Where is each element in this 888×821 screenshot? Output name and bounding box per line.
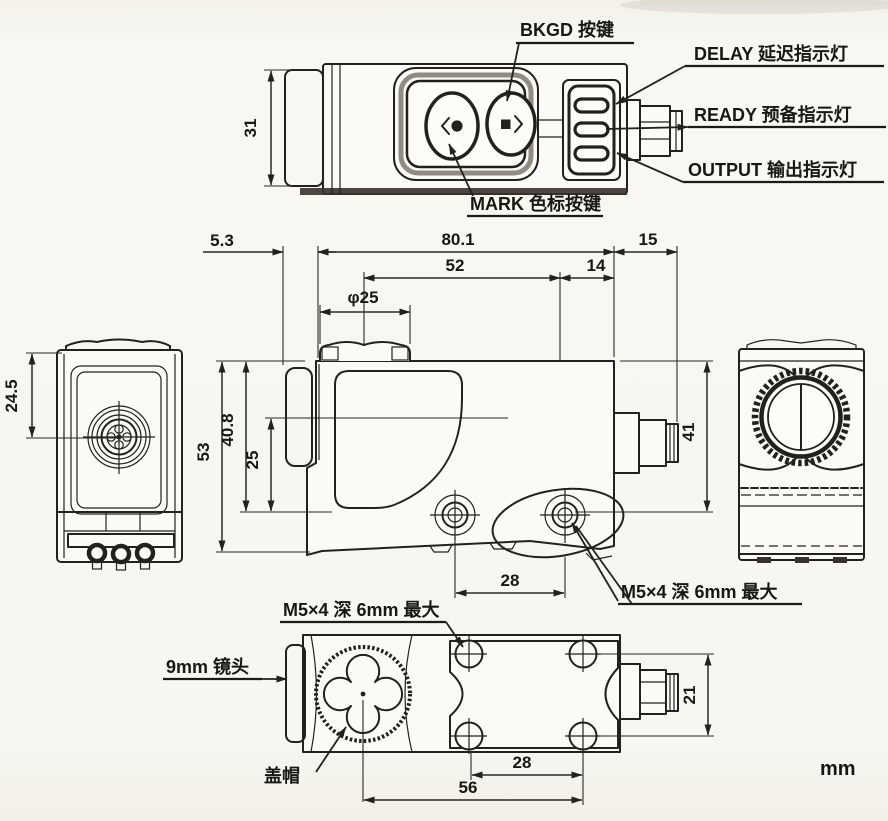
cap-label: 盖帽 xyxy=(264,726,347,786)
rear-adjustment-knob xyxy=(751,367,851,467)
dim-80-1: 80.1 xyxy=(317,230,615,256)
svg-text:盖帽: 盖帽 xyxy=(264,765,300,786)
side-view-face-panel xyxy=(334,370,463,509)
svg-text:5.3: 5.3 xyxy=(210,231,234,250)
screw-hole xyxy=(565,636,601,672)
lens xyxy=(83,401,155,474)
dim-56: 56 xyxy=(363,778,583,804)
dim-21: 21 xyxy=(600,653,714,737)
output-led xyxy=(573,145,610,162)
mount-hole-label-bottom: M5×4 深 6mm 最大 xyxy=(280,599,464,648)
ready-led-label: READY 预备指示灯 xyxy=(694,104,852,125)
svg-text:52: 52 xyxy=(446,256,465,275)
svg-text:40.8: 40.8 xyxy=(218,413,237,446)
svg-text:24.5: 24.5 xyxy=(2,379,21,412)
svg-text:21: 21 xyxy=(680,686,699,705)
dim-28-side: 28 xyxy=(454,537,566,598)
dim-5-3: 5.3 xyxy=(203,231,336,256)
svg-text:9mm 镜头: 9mm 镜头 xyxy=(166,656,249,677)
bkgd-button-label: BKGD 按键 xyxy=(520,19,614,40)
lens-label: 9mm 镜头 xyxy=(163,656,288,683)
thumbwheel-top xyxy=(284,69,324,187)
lens-cap xyxy=(314,645,412,743)
bottom-screw-holes xyxy=(451,636,601,754)
mark-button-label: MARK 色标按键 xyxy=(470,193,601,214)
delay-led-label: DELAY 延迟指示灯 xyxy=(694,43,848,64)
dim-52: 52 xyxy=(363,256,561,282)
adjustment-knob-side xyxy=(319,341,411,362)
top-view-labels: BKGD 按键 MARK 色标按键 DELAY 延迟指示灯 READY 预备指示… xyxy=(448,19,886,218)
dim-15: 15 xyxy=(613,230,678,256)
cap-quatrefoil xyxy=(322,653,404,735)
front-view: 24.5 xyxy=(2,338,183,571)
mounting-plate xyxy=(449,640,619,749)
connector-bottom-view xyxy=(619,663,679,720)
delay-led xyxy=(573,97,610,114)
svg-text:M5×4 深 6mm 最大: M5×4 深 6mm 最大 xyxy=(283,599,440,620)
mounting-hole-left xyxy=(430,490,480,540)
bottom-view: M5×4 深 6mm 最大 9mm 镜头 盖帽 28 56 xyxy=(163,599,714,805)
top-view: 31 BKGD 按键 MARK 色标按键 DELAY 延迟指示灯 READY 预… xyxy=(241,19,886,218)
svg-text:15: 15 xyxy=(639,230,658,249)
scan-smudges xyxy=(620,0,888,14)
thumbwheel-side xyxy=(285,367,313,467)
connector-top-view xyxy=(626,99,683,161)
rear-view xyxy=(738,339,865,563)
svg-text:28: 28 xyxy=(513,753,532,772)
svg-text:14: 14 xyxy=(587,256,606,275)
svg-text:53: 53 xyxy=(194,443,213,462)
svg-text:56: 56 xyxy=(459,778,478,797)
screw-hole xyxy=(451,718,487,754)
bkgd-button-icon xyxy=(501,115,523,133)
dim-40-8: 40.8 xyxy=(218,361,332,513)
side-view: 53 40.8 25 41 28 M5×4 深 6mm 最大 xyxy=(194,341,802,606)
dim-phi25: φ25 xyxy=(319,288,411,316)
dim-31-text: 31 xyxy=(241,119,260,138)
connector-side-view xyxy=(613,412,679,474)
top-view-shadow-band xyxy=(300,188,627,195)
side-view-horizontal-dims: 5.3 80.1 15 52 14 φ25 xyxy=(203,230,678,498)
thumbwheel-bottom xyxy=(285,644,306,743)
ready-led xyxy=(573,121,610,138)
dim-25: 25 xyxy=(243,417,508,512)
front-view-top-knurl xyxy=(65,338,171,351)
dim-24-5: 24.5 xyxy=(2,352,119,439)
screw-hole xyxy=(565,718,601,754)
unit-label: mm xyxy=(820,758,856,780)
button-panel xyxy=(393,67,539,181)
bkgd-button xyxy=(485,91,537,157)
dim-14: 14 xyxy=(559,256,615,282)
output-led-label: OUTPUT 输出指示灯 xyxy=(688,159,857,180)
dim-28-bottom: 28 xyxy=(471,753,583,779)
svg-text:41: 41 xyxy=(679,423,698,442)
svg-text:φ25: φ25 xyxy=(347,288,378,307)
svg-text:M5×4 深 6mm 最大: M5×4 深 6mm 最大 xyxy=(621,581,778,602)
mounting-boss xyxy=(491,487,625,559)
dim-31: 31 xyxy=(241,69,292,187)
front-view-bottom xyxy=(56,511,183,571)
front-led-knobs xyxy=(86,542,156,571)
led-panel xyxy=(562,79,621,181)
dim-41: 41 xyxy=(575,360,713,513)
svg-text:28: 28 xyxy=(501,571,520,590)
svg-text:25: 25 xyxy=(243,451,262,470)
svg-text:80.1: 80.1 xyxy=(441,230,474,249)
rear-view-top-knurl xyxy=(746,339,857,350)
mount-hole-label-side: M5×4 深 6mm 最大 xyxy=(571,522,802,606)
dim-53: 53 xyxy=(194,360,310,553)
mounting-hole-right xyxy=(540,490,590,543)
mark-button-icon xyxy=(441,117,463,135)
